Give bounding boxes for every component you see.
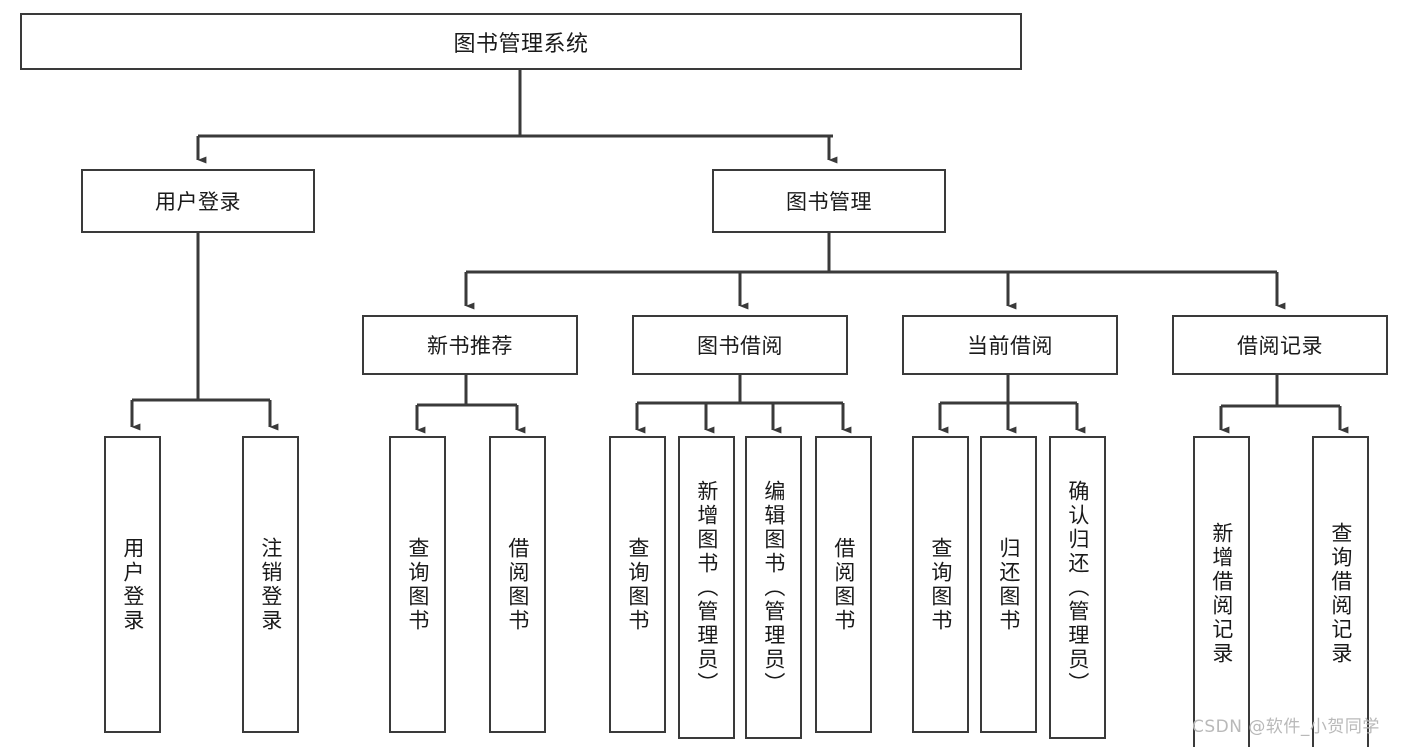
node-leaf-rec-borrow-book[interactable]: 借阅图书 xyxy=(489,436,546,733)
node-user-login-label: 用户登录 xyxy=(155,190,241,214)
node-leaf-borrow-lend-book[interactable]: 借阅图书 xyxy=(815,436,872,733)
node-leaf-user-logout-label: 注销登录 xyxy=(258,536,283,633)
node-user-login[interactable]: 用户登录 xyxy=(81,169,315,233)
node-leaf-current-return-book[interactable]: 归还图书 xyxy=(980,436,1037,733)
node-leaf-rec-borrow-book-label: 借阅图书 xyxy=(505,536,530,633)
node-borrow-record[interactable]: 借阅记录 xyxy=(1172,315,1388,375)
node-book-manage-label: 图书管理 xyxy=(786,190,872,214)
node-leaf-current-confirm-return[interactable]: 确认归还（管理员） xyxy=(1049,436,1106,739)
node-leaf-borrow-lend-book-label: 借阅图书 xyxy=(831,536,856,633)
node-leaf-record-query[interactable]: 查询借阅记录 xyxy=(1312,436,1369,747)
node-leaf-user-login[interactable]: 用户登录 xyxy=(104,436,161,733)
node-new-book-recommend[interactable]: 新书推荐 xyxy=(362,315,578,375)
csdn-watermark: CSDN @软件_小贺同学 xyxy=(1192,717,1380,737)
node-leaf-borrow-edit-book-label: 编辑图书（管理员） xyxy=(761,479,786,696)
node-leaf-user-logout[interactable]: 注销登录 xyxy=(242,436,299,733)
node-leaf-borrow-query-book[interactable]: 查询图书 xyxy=(609,436,666,733)
node-leaf-record-add[interactable]: 新增借阅记录 xyxy=(1193,436,1250,747)
node-leaf-record-add-label: 新增借阅记录 xyxy=(1209,521,1234,666)
node-leaf-borrow-query-book-label: 查询图书 xyxy=(625,536,650,633)
node-root-label: 图书管理系统 xyxy=(453,31,589,57)
node-borrow-record-label: 借阅记录 xyxy=(1237,334,1323,358)
node-leaf-borrow-add-book[interactable]: 新增图书（管理员） xyxy=(678,436,735,739)
node-leaf-current-return-book-label: 归还图书 xyxy=(996,536,1021,633)
node-leaf-current-query-book[interactable]: 查询图书 xyxy=(912,436,969,733)
node-leaf-rec-query-book-label: 查询图书 xyxy=(405,536,430,633)
node-book-manage[interactable]: 图书管理 xyxy=(712,169,946,233)
node-leaf-borrow-add-book-label: 新增图书（管理员） xyxy=(694,479,719,696)
node-leaf-current-confirm-return-label: 确认归还（管理员） xyxy=(1065,479,1090,696)
node-new-book-recommend-label: 新书推荐 xyxy=(427,334,513,358)
node-root[interactable]: 图书管理系统 xyxy=(20,13,1022,70)
node-current-borrow-label: 当前借阅 xyxy=(967,334,1053,358)
node-book-borrow-label: 图书借阅 xyxy=(697,334,783,358)
node-leaf-rec-query-book[interactable]: 查询图书 xyxy=(389,436,446,733)
node-leaf-borrow-edit-book[interactable]: 编辑图书（管理员） xyxy=(745,436,802,739)
node-book-borrow[interactable]: 图书借阅 xyxy=(632,315,848,375)
node-leaf-record-query-label: 查询借阅记录 xyxy=(1328,521,1353,666)
node-leaf-user-login-label: 用户登录 xyxy=(120,536,145,633)
node-current-borrow[interactable]: 当前借阅 xyxy=(902,315,1118,375)
node-leaf-current-query-book-label: 查询图书 xyxy=(928,536,953,633)
